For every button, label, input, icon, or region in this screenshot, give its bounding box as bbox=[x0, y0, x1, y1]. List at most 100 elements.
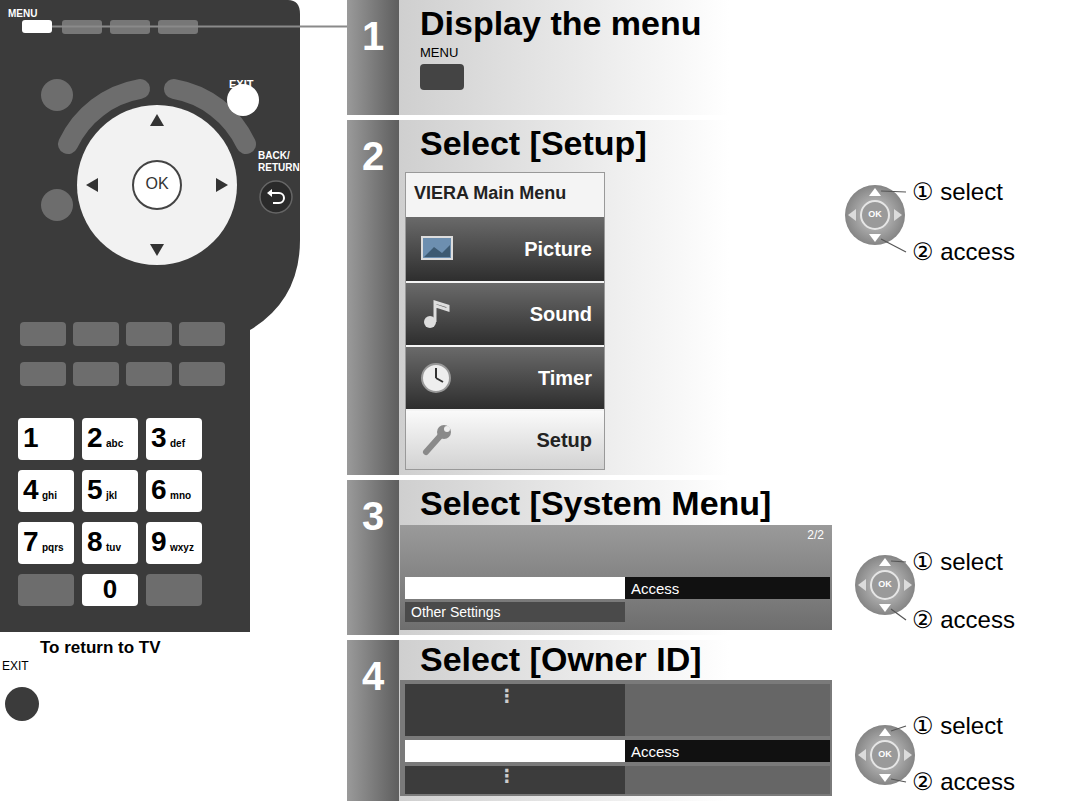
menu-item: Picture bbox=[406, 217, 604, 281]
remote-button bbox=[20, 362, 66, 386]
node-text: Picture bbox=[524, 238, 592, 261]
number-key bbox=[146, 418, 202, 460]
ok-button bbox=[133, 161, 181, 209]
menu-cell bbox=[625, 766, 830, 794]
number-key bbox=[146, 522, 202, 564]
menu-item: Setup bbox=[406, 411, 604, 469]
number-key bbox=[82, 418, 138, 460]
ellipsis: ⋮ bbox=[498, 686, 516, 707]
leader-line bbox=[891, 779, 906, 782]
node-text: Access bbox=[631, 580, 679, 597]
key-letters: def bbox=[170, 438, 185, 450]
leader-line bbox=[891, 726, 906, 731]
callout: ① select bbox=[912, 548, 1003, 576]
menu-cell bbox=[625, 684, 830, 736]
menu-cell: Access bbox=[625, 577, 830, 599]
menu-icon bbox=[416, 229, 456, 269]
callout: ② access bbox=[912, 238, 1015, 266]
number-key bbox=[82, 470, 138, 512]
ok-icon bbox=[845, 185, 905, 245]
key-number: 0 bbox=[82, 575, 138, 605]
number-key bbox=[146, 470, 202, 512]
number-key bbox=[82, 522, 138, 564]
menu-button bbox=[420, 64, 464, 90]
step-heading: Select [Owner ID] bbox=[420, 640, 702, 679]
remote-button bbox=[20, 322, 66, 346]
menu-item: Timer bbox=[406, 347, 604, 409]
number-key bbox=[18, 522, 74, 564]
right-arrow bbox=[216, 178, 228, 192]
key-number: 4 bbox=[23, 474, 39, 506]
return-symbol bbox=[270, 193, 284, 203]
step-heading: Select [Setup] bbox=[420, 124, 647, 163]
down-arrow bbox=[150, 244, 164, 256]
number-key bbox=[18, 470, 74, 512]
number-key bbox=[82, 574, 138, 606]
button-name: OK bbox=[137, 175, 177, 193]
remote-button bbox=[126, 362, 172, 386]
menu-cell: Other Settings bbox=[405, 602, 625, 622]
node-text: Timer bbox=[538, 367, 592, 390]
button-name: EXIT bbox=[2, 660, 29, 674]
node-text: 2/2 bbox=[807, 528, 824, 542]
leader-connector bbox=[52, 26, 347, 28]
remote-body bbox=[0, 0, 300, 632]
callout: ① select bbox=[912, 178, 1003, 206]
key-number: 7 bbox=[23, 526, 39, 558]
ellipsis: ⋮ bbox=[498, 766, 516, 787]
button-name: EXIT bbox=[229, 78, 253, 91]
number-key bbox=[18, 418, 74, 460]
cursor-pad bbox=[77, 105, 237, 265]
key-letters: ghi bbox=[42, 490, 57, 502]
step-number-tab: 1 bbox=[347, 0, 399, 115]
remote-button bbox=[41, 189, 73, 221]
callout: ② access bbox=[912, 768, 1015, 796]
exit-button bbox=[5, 687, 39, 721]
callout: ① select bbox=[912, 712, 1003, 740]
note: To return to TV bbox=[40, 638, 161, 658]
remote-button bbox=[41, 79, 73, 111]
key-number: 5 bbox=[87, 474, 103, 506]
leader-line bbox=[881, 191, 906, 192]
menu-panel: 2/2AccessOther Settings bbox=[400, 525, 832, 630]
return-button bbox=[260, 181, 292, 213]
step-number-tab: 2 bbox=[347, 120, 399, 475]
node-text: Setup bbox=[536, 429, 592, 452]
node-text: Other Settings bbox=[411, 604, 501, 620]
key-letters: wxyz bbox=[170, 542, 194, 554]
ok-icon bbox=[855, 555, 915, 615]
node-text: 3 bbox=[362, 494, 384, 539]
key-number: 3 bbox=[151, 422, 167, 454]
step-heading: Select [System Menu] bbox=[420, 484, 771, 523]
key-letters: tuv bbox=[106, 542, 121, 554]
leader-line bbox=[891, 561, 906, 562]
key-number: 8 bbox=[87, 526, 103, 558]
menu-cell bbox=[405, 577, 625, 599]
up-arrow bbox=[150, 114, 164, 126]
menu-item: Sound bbox=[406, 283, 604, 345]
callout: ② access bbox=[912, 606, 1015, 634]
node-text: 1 bbox=[362, 14, 384, 59]
step-number-tab: 4 bbox=[347, 640, 399, 801]
menu-panel bbox=[400, 680, 832, 796]
node-text: 2 bbox=[362, 134, 384, 179]
remote-button bbox=[126, 322, 172, 346]
remote-button bbox=[73, 322, 119, 346]
menu-cell bbox=[405, 684, 625, 736]
step-band bbox=[399, 0, 729, 115]
button-name: MENU bbox=[420, 46, 458, 61]
menu-cell bbox=[405, 740, 625, 762]
menu-cell: Access bbox=[625, 740, 830, 762]
key-letters: jkl bbox=[106, 490, 117, 502]
button-name: OK bbox=[855, 209, 895, 219]
remote-button bbox=[179, 362, 225, 386]
menu-button: MENU bbox=[22, 20, 52, 33]
key-letters: abc bbox=[106, 438, 123, 450]
step-heading: Display the menu bbox=[420, 4, 702, 43]
step-band bbox=[399, 120, 729, 475]
main-menu: VIERA Main MenuPictureSoundTimerSetup bbox=[405, 172, 605, 470]
remote-button bbox=[73, 362, 119, 386]
node-text: Sound bbox=[530, 303, 592, 326]
menu-icon bbox=[416, 358, 456, 398]
